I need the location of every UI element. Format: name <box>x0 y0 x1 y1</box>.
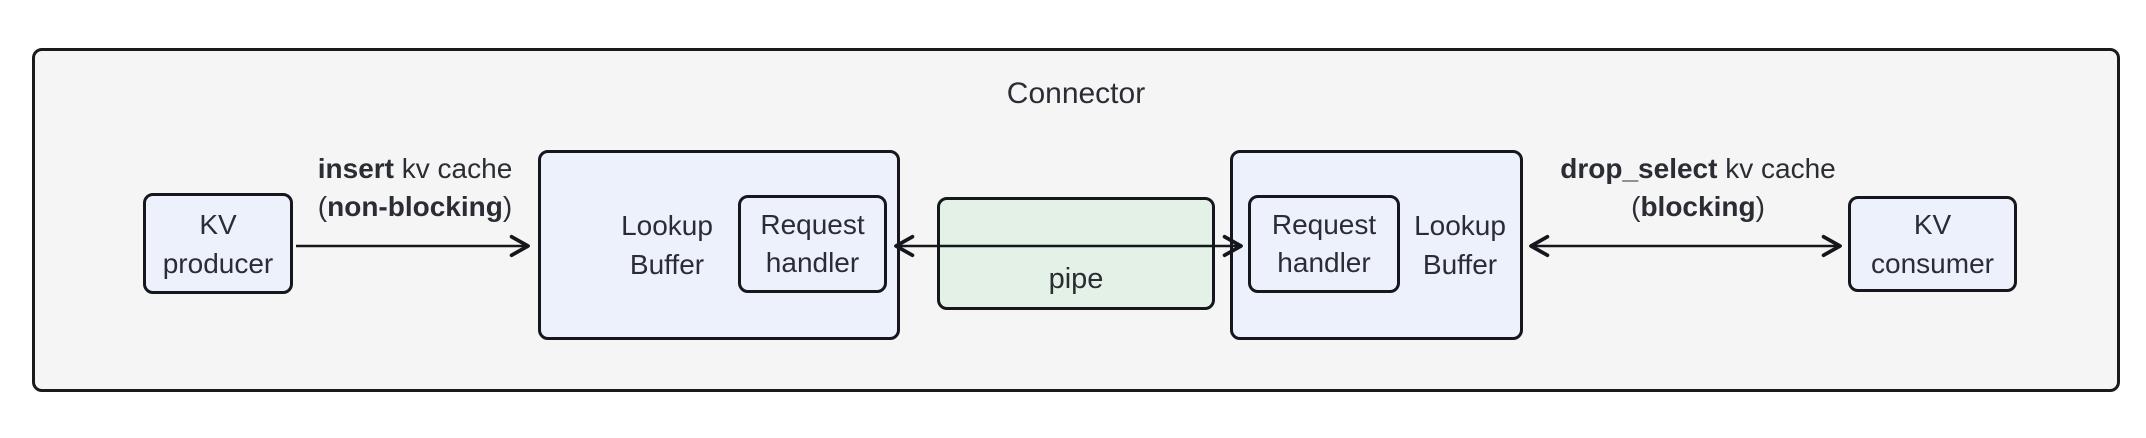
diagram-title: Connector <box>1006 77 1146 110</box>
lookup-buffer-left-label: Lookup Buffer <box>621 210 713 280</box>
paren-close: ) <box>502 191 513 222</box>
drop-select-edge-label-line1: drop_select kv cache <box>1528 150 1868 188</box>
blocking-keyword: blocking <box>1640 191 1756 222</box>
non-blocking-keyword: non-blocking <box>327 191 503 222</box>
lookup-buffer-left-node: Lookup Buffer Request handler <box>538 150 900 340</box>
drop-select-edge-label-line2: (blocking) <box>1528 188 1868 226</box>
pipe-node: pipe <box>937 197 1215 310</box>
drop-select-keyword: drop_select <box>1560 153 1718 184</box>
request-handler-left-label: Request handler <box>760 209 865 278</box>
lookup-buffer-right-label: Lookup Buffer <box>1414 210 1506 280</box>
pipe-label: pipe <box>1048 263 1104 295</box>
insert-edge-label: insert kv cache (non-blocking) <box>245 150 585 226</box>
request-handler-right-label: Request handler <box>1271 209 1377 278</box>
insert-keyword: insert <box>317 153 394 184</box>
kv-consumer-label: KV consumer <box>1871 209 1994 279</box>
kv-consumer-node: KV consumer <box>1848 196 2017 292</box>
lookup-buffer-right-node: Request handler Lookup Buffer <box>1230 150 1523 340</box>
paren-open: ( <box>317 191 328 222</box>
kv-producer-label: KV producer <box>162 208 274 279</box>
lookup-buffer-right-label-area: Lookup Buffer <box>1400 153 1520 337</box>
paren-close: ) <box>1755 191 1765 222</box>
insert-edge-label-line1: insert kv cache <box>245 150 585 188</box>
drop-select-rest: kv cache <box>1717 153 1836 184</box>
drop-select-edge-label: drop_select kv cache (blocking) <box>1528 150 1868 226</box>
request-handler-left-node: Request handler <box>738 195 887 293</box>
insert-edge-label-line2: (non-blocking) <box>245 188 585 226</box>
request-handler-right-node: Request handler <box>1248 195 1400 293</box>
kv-producer-node: KV producer <box>143 193 293 294</box>
paren-open: ( <box>1631 191 1641 222</box>
insert-rest: kv cache <box>393 153 513 184</box>
lookup-buffer-left-label-area: Lookup Buffer <box>541 153 738 337</box>
